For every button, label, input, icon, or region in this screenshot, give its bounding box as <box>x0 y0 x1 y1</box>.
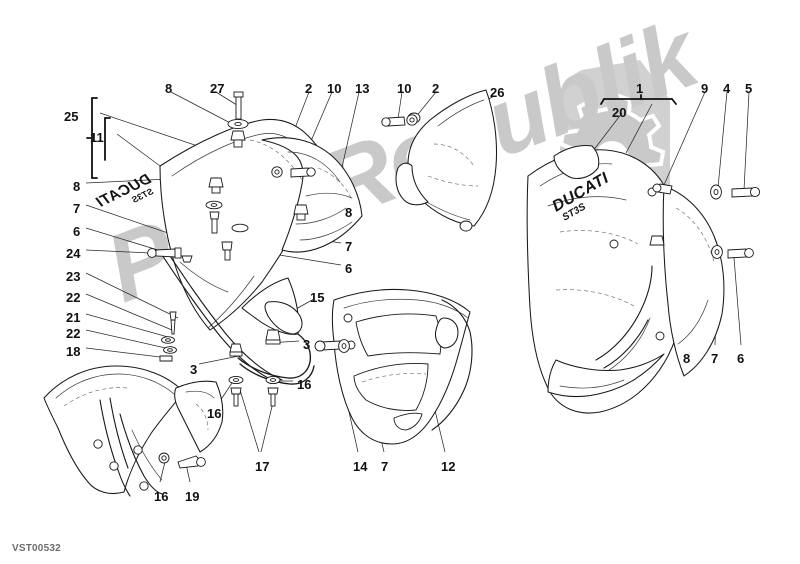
callout-7: 7 <box>73 201 81 216</box>
callout-8: 8 <box>345 205 353 220</box>
callout-20: 20 <box>612 105 627 120</box>
callout-21: 21 <box>66 310 81 325</box>
callout-11: 11 <box>90 130 104 145</box>
callout-15: 15 <box>310 290 325 305</box>
fastener-10-bolt-top <box>290 167 316 178</box>
fastener-7-washer-mid <box>205 200 223 210</box>
callout-2: 2 <box>305 81 313 96</box>
diagram-code-label: VST00532 <box>12 543 61 554</box>
fastener-27-bolt <box>233 91 244 120</box>
callout-22: 22 <box>66 326 81 341</box>
callout-7: 7 <box>345 239 353 254</box>
callout-13: 13 <box>355 81 370 96</box>
part-left-strut <box>159 249 283 383</box>
part-front-fender <box>43 365 185 497</box>
callout-4: 4 <box>723 81 731 96</box>
fastener-16-fender <box>158 452 170 464</box>
callout-8: 8 <box>73 179 81 194</box>
fastener-6-screw-mid <box>209 211 220 234</box>
fastener-8-nut-br <box>649 235 665 246</box>
leader-lines-left <box>85 112 273 358</box>
callout-18: 18 <box>66 344 81 359</box>
fastener-19-bolt <box>177 455 206 469</box>
callout-8: 8 <box>165 81 173 96</box>
callout-2: 2 <box>432 81 440 96</box>
fastener-4-washer <box>710 184 722 200</box>
callout-27: 27 <box>210 81 225 96</box>
part-nose-fairing <box>261 137 363 253</box>
fastener-2-washer-mid <box>406 114 418 126</box>
fastener-23-pin <box>181 255 193 263</box>
callout-1: 1 <box>636 81 644 96</box>
callout-22: 22 <box>66 290 81 305</box>
callout-7: 7 <box>381 459 389 474</box>
fastener-22-washer-a <box>161 336 175 344</box>
fastener-3-nut-left <box>229 343 243 357</box>
part-right-inner-panel <box>662 185 725 377</box>
callout-10: 10 <box>397 81 412 96</box>
fastener-5-bolt <box>731 186 761 198</box>
part-air-duct-panel <box>395 89 497 232</box>
callout-19: 19 <box>185 489 200 504</box>
bracket-1 <box>600 94 677 105</box>
bracket-25 <box>86 97 98 179</box>
fastener-17-screw-left <box>230 387 242 407</box>
fastener-16-washer-right <box>265 375 281 385</box>
fastener-8-nut-top <box>230 130 246 148</box>
callout-10: 10 <box>327 81 342 96</box>
fastener-6-screw-right <box>221 241 233 261</box>
fastener-24-screw <box>147 247 182 259</box>
fastener-3-nut-right <box>265 329 281 345</box>
fastener-8-nut-right <box>293 204 309 221</box>
fastener-22-washer-b <box>163 346 177 354</box>
fastener-7-washer-right <box>231 223 249 233</box>
part-right-side-fairing <box>526 149 687 414</box>
callout-6: 6 <box>73 224 81 239</box>
bracket-11 <box>104 117 111 161</box>
fastener-21-rivet <box>169 311 177 335</box>
fastener-16-washer-left <box>228 375 244 385</box>
callout-14: 14 <box>353 459 368 474</box>
callout-17: 17 <box>255 459 270 474</box>
callout-12: 12 <box>441 459 456 474</box>
fastener-10-bolt-mid <box>381 116 406 127</box>
callout-9: 9 <box>701 81 709 96</box>
fastener-7-washer-lower <box>338 339 350 353</box>
callout-24: 24 <box>66 246 81 261</box>
callout-6: 6 <box>345 261 353 276</box>
callout-3: 3 <box>303 337 311 352</box>
part-mirror-bracket <box>553 145 600 179</box>
part-lower-center-panel <box>331 289 473 445</box>
callout-7: 7 <box>711 351 719 366</box>
fastener-7-washer-br <box>711 245 723 259</box>
fastener-2-washer-top <box>271 166 283 178</box>
callout-8: 8 <box>683 351 691 366</box>
fastener-17-screw-right <box>267 387 279 407</box>
fastener-6-bolt-br <box>727 248 754 259</box>
callout-16: 16 <box>297 377 312 392</box>
fastener-27-washer <box>227 118 249 130</box>
part-center-bracket <box>237 277 315 385</box>
part-fender-extension <box>174 380 224 453</box>
callout-16: 16 <box>207 406 222 421</box>
callout-25: 25 <box>64 109 79 124</box>
callout-3: 3 <box>190 362 198 377</box>
callout-26: 26 <box>490 85 505 100</box>
ducati-decal-left-mirrored: DUCATI ST3S <box>93 170 155 211</box>
fastener-9-stud <box>652 183 673 195</box>
fastener-18-pin <box>159 355 173 362</box>
fastener-cluster-left <box>147 247 193 362</box>
callout-5: 5 <box>745 81 753 96</box>
fastener-8-nut-mid <box>208 177 224 194</box>
fastener-14-bolt <box>314 340 342 352</box>
part-right-lower-tail <box>547 353 665 398</box>
callout-16: 16 <box>154 489 169 504</box>
callout-6: 6 <box>737 351 745 366</box>
callout-23: 23 <box>66 269 81 284</box>
